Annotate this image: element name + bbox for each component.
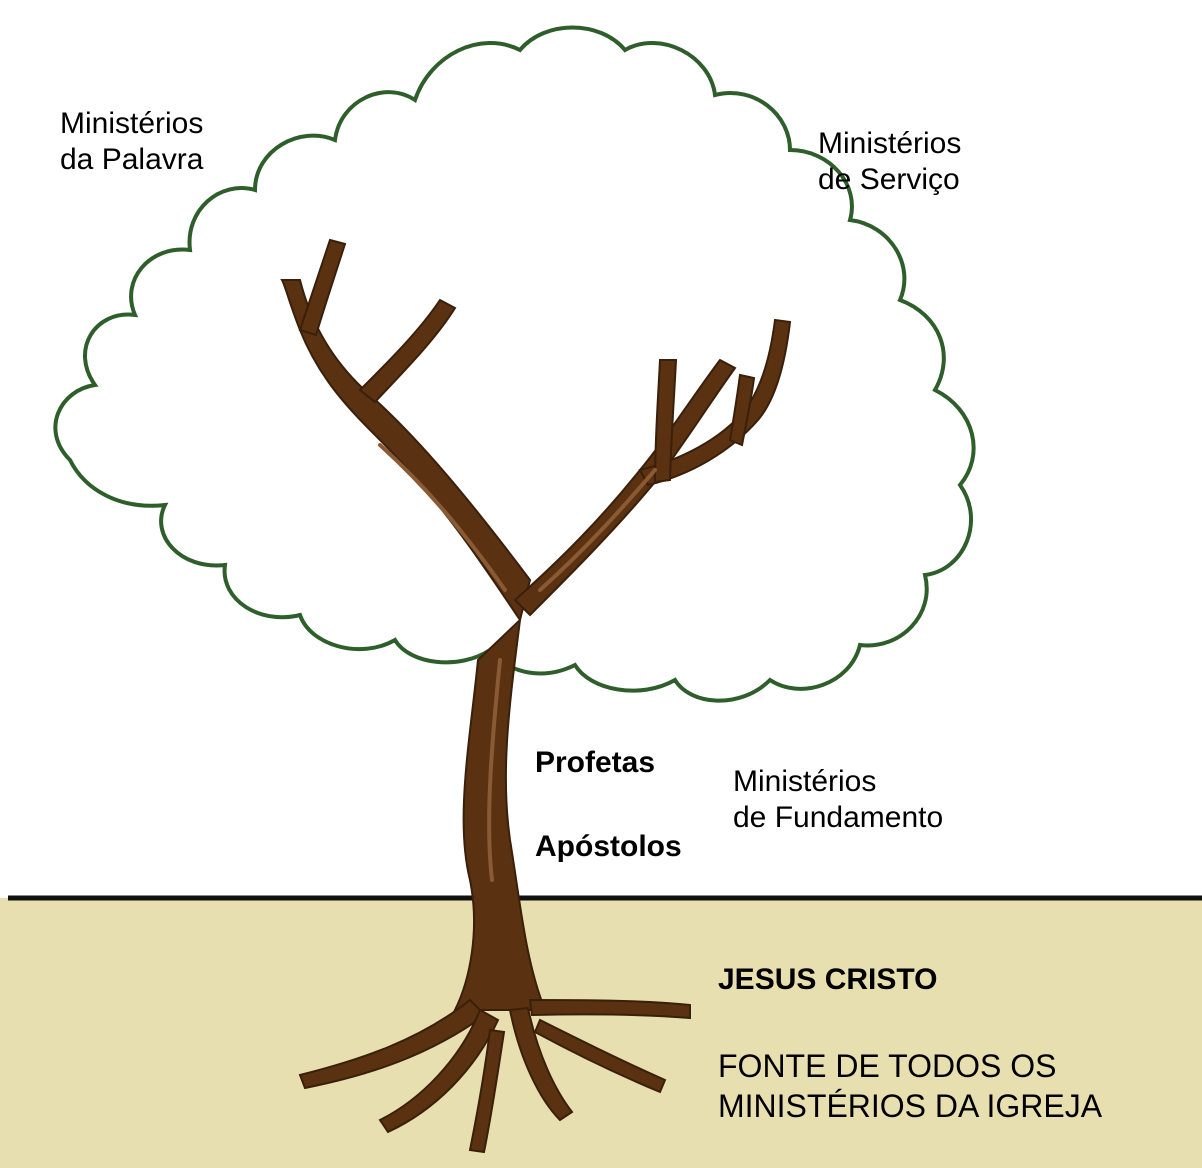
top-left-line1: Ministérios — [60, 107, 204, 140]
trunk-highlight — [378, 443, 657, 882]
foundation-line2: de Fundamento — [733, 801, 944, 834]
canopy-right-line1: criados — [560, 140, 677, 181]
tree-trunk — [280, 238, 792, 1154]
canopy-text-right: criados igreja — [560, 140, 676, 224]
role-diaconos: Diáconos — [633, 509, 769, 542]
top-left-line2: da Palavra — [60, 143, 204, 176]
root-line2: MINISTÉRIOS DA IGREJA — [718, 1088, 1103, 1124]
role-profetas: Profetas — [535, 746, 656, 779]
root-line1: FONTE DE TODOS OS — [718, 1048, 1057, 1084]
foundation-line1: Ministérios — [733, 765, 877, 798]
ground-soil — [0, 898, 1202, 1168]
service-ministries-label: Ministérios de Serviço — [818, 126, 961, 198]
top-right-line1: Ministérios — [818, 127, 962, 160]
root-description: FONTE DE TODOS OS MINISTÉRIOS DA IGREJA — [718, 1046, 1102, 1126]
role-apostolos: Apóstolos — [535, 830, 682, 863]
word-ministries-label: Ministérios da Palavra — [60, 106, 203, 178]
root-title: JESUS CRISTO — [718, 963, 938, 996]
canopy-left-line2: pela — [442, 182, 511, 223]
role-evangelistas: Evangelistas — [232, 552, 416, 585]
role-pastores: Pastores — [265, 492, 392, 525]
foundation-ministries-label: Ministérios de Fundamento — [733, 764, 943, 836]
canopy-text-left: Cargos pela — [376, 140, 511, 224]
canopy-right-line2: igreja — [560, 182, 649, 223]
top-right-line2: de Serviço — [818, 163, 960, 196]
role-mestres: Mestres — [208, 436, 322, 469]
canopy-left-line1: Cargos — [394, 140, 511, 181]
